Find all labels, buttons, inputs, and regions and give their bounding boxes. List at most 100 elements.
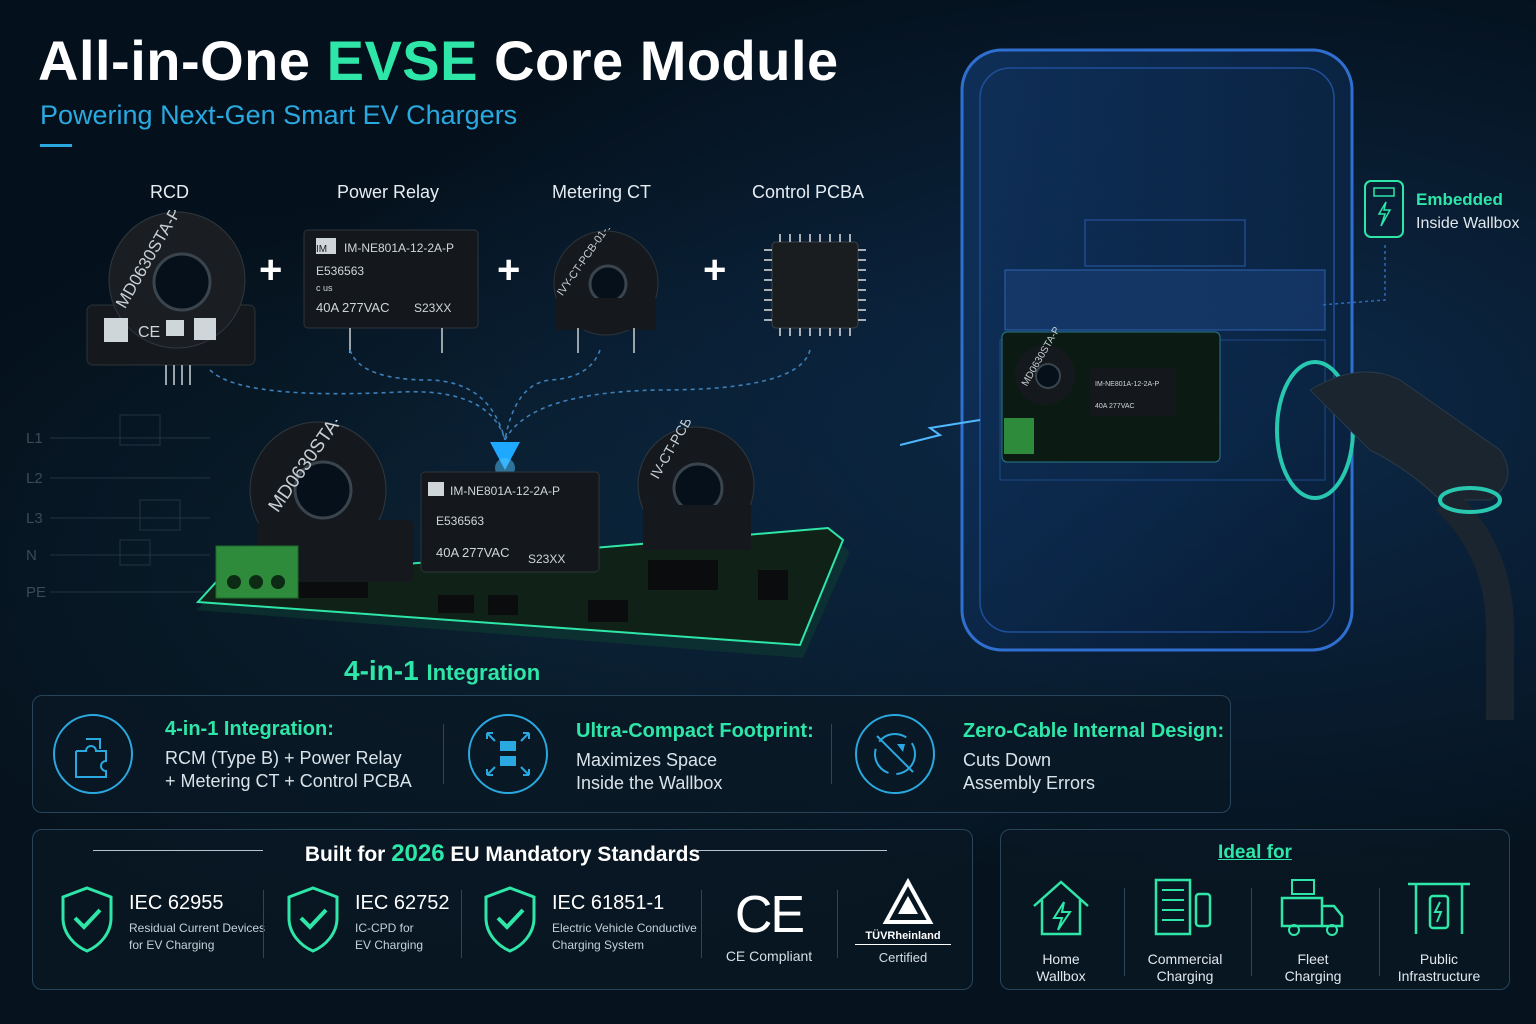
svg-text:40A 277VAC: 40A 277VAC	[316, 300, 389, 315]
standard-name: IEC 61851-1	[552, 892, 665, 914]
svg-text:IM-NE801A-12-2A-P: IM-NE801A-12-2A-P	[344, 241, 454, 255]
embedded-module-icon	[1364, 180, 1404, 238]
standard-item: IEC 62955 Residual Current Devices for EV…	[57, 884, 265, 954]
standards-heading: Built for 2026 EU Mandatory Standards	[304, 840, 701, 867]
ideal-label-line: Fleet	[1297, 951, 1329, 967]
feature-desc-line: + Metering CT + Control PCBA	[165, 771, 412, 791]
heading-rule	[93, 850, 263, 851]
home-icon	[1033, 880, 1089, 936]
integrated-board: MD0630STA-P IM-NE801A-12-2A-P E536563 40…	[195, 420, 850, 658]
plus-sign: +	[703, 248, 727, 292]
ideal-label-line: Charging	[1156, 968, 1214, 984]
divider	[263, 890, 264, 958]
divider	[701, 890, 702, 958]
rcd-component: MD0630STA-P CE	[86, 210, 256, 385]
feature-desc-line: Assembly Errors	[963, 773, 1096, 793]
svg-text:40A 277VAC: 40A 277VAC	[436, 545, 509, 560]
power-relay-component: IM IM-NE801A-12-2A-P E536563 c us 40A 27…	[303, 229, 479, 353]
standard-desc: Electric Vehicle Conductive	[552, 921, 697, 935]
feature-desc-line: Maximizes Space	[576, 750, 718, 770]
shield-check-icon	[287, 886, 339, 953]
features-panel: 4-in-1 Integration: RCM (Type B) + Power…	[32, 695, 1231, 813]
ideal-label-line: Charging	[1284, 968, 1342, 984]
puzzle-icon	[53, 714, 133, 794]
embedded-callout: Embedded Inside Wallbox	[1364, 180, 1519, 238]
shield-check-icon	[484, 886, 536, 953]
standard-desc: IC-CPD for	[355, 921, 414, 935]
svg-text:IM-NE801A-12-2A-P: IM-NE801A-12-2A-P	[1095, 381, 1160, 388]
control-pcba-chip	[764, 234, 866, 336]
metering-ct-component: IVY-CT-PCB-01-10A	[553, 228, 659, 353]
feature-item: Ultra-Compact Footprint: Maximizes Space…	[468, 714, 814, 795]
feature-desc-line: Inside the Wallbox	[576, 773, 723, 793]
fleet-truck-icon	[1280, 879, 1344, 936]
heading-rule	[691, 850, 887, 851]
divider	[1124, 888, 1125, 976]
svg-text:IM-NE801A-12-2A-P: IM-NE801A-12-2A-P	[450, 484, 560, 498]
component-label-rcd: RCD	[150, 182, 189, 202]
divider	[831, 724, 832, 784]
wire-label-n: N	[26, 547, 37, 564]
shield-check-icon	[61, 886, 113, 953]
wire-label-l2: L2	[26, 470, 43, 487]
svg-text:c us: c us	[316, 283, 333, 293]
divider	[443, 724, 444, 784]
standards-panel: Built for 2026 EU Mandatory Standards IE…	[32, 829, 973, 990]
standard-name: IEC 62752	[355, 892, 450, 914]
component-label-ct: Metering CT	[552, 182, 652, 202]
svg-text:CE: CE	[138, 324, 160, 341]
page-title: All-in-One EVSE Core Module	[38, 29, 839, 92]
building-icon	[1154, 878, 1212, 936]
svg-text:IM: IM	[316, 244, 327, 255]
standard-item: IEC 62752 IC-CPD for EV Charging	[283, 884, 450, 954]
component-label-pcba: Control PCBA	[752, 182, 865, 202]
standard-name: IEC 62955	[129, 892, 224, 914]
svg-text:E536563: E536563	[436, 514, 484, 528]
ideal-label-line: Wallbox	[1036, 968, 1086, 984]
standard-desc: EV Charging	[355, 938, 424, 952]
divider	[461, 890, 462, 958]
ideal-label-line: Public	[1419, 951, 1459, 967]
compact-icon	[468, 714, 548, 794]
ideal-for-title: Ideal for	[1218, 842, 1292, 863]
tuv-logo-icon	[882, 878, 934, 924]
divider	[1379, 888, 1380, 976]
embedded-title: Embedded	[1416, 190, 1503, 209]
feature-title: Ultra-Compact Footprint:	[576, 720, 814, 742]
standard-desc: Residual Current Devices	[129, 921, 266, 935]
integration-caption: 4-in-1 Integration	[344, 655, 541, 686]
component-label-relay: Power Relay	[337, 182, 440, 202]
feature-desc-line: RCM (Type B) + Power Relay	[165, 748, 402, 768]
ideal-label-line: Infrastructure	[1397, 968, 1481, 984]
feature-title: Zero-Cable Internal Design:	[963, 720, 1225, 742]
ce-caption: CE Compliant	[725, 948, 813, 964]
wire-label-l1: L1	[26, 430, 43, 447]
svg-text:40A 277VAC: 40A 277VAC	[1095, 403, 1135, 410]
divider	[1251, 888, 1252, 976]
ideal-label-line: Commercial	[1147, 951, 1223, 967]
wire-label-pe: PE	[26, 584, 46, 601]
feature-item: 4-in-1 Integration: RCM (Type B) + Power…	[53, 714, 412, 794]
page-subtitle: Powering Next-Gen Smart EV Chargers	[40, 100, 518, 130]
ideal-label-line: Home	[1042, 951, 1080, 967]
no-cable-icon	[855, 714, 935, 794]
embedded-subtitle: Inside Wallbox	[1416, 215, 1520, 232]
feature-title: 4-in-1 Integration:	[165, 718, 334, 740]
merge-connectors	[209, 349, 811, 478]
standard-desc: for EV Charging	[129, 938, 215, 952]
tuv-wordmark: TÜVRheinland	[855, 930, 951, 945]
plus-sign: +	[259, 248, 283, 292]
svg-text:S23XX: S23XX	[528, 552, 565, 566]
standard-desc: Charging System	[552, 938, 645, 952]
ce-mark-icon: CE	[734, 886, 805, 944]
wallbox-illustration: MD0630STA-P IM-NE801A-12-2A-P 40A 277VAC	[900, 48, 1514, 720]
subtitle-underline	[40, 144, 72, 147]
svg-text:E536563: E536563	[316, 264, 364, 278]
